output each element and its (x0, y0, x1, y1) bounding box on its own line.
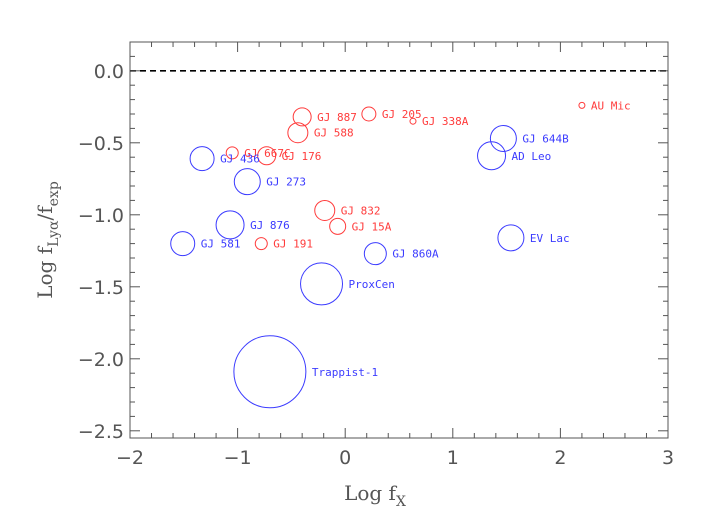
point-gj-667c (225, 146, 239, 160)
x-tick-label: 1 (447, 447, 459, 469)
y-tick-label: −2.5 (78, 421, 124, 443)
label-gj-205: GJ 205 (382, 108, 422, 121)
label-au-mic: AU Mic (591, 99, 631, 112)
data-points (170, 101, 586, 409)
y-tick-label: −2.0 (78, 349, 124, 371)
label-gj-876: GJ 876 (250, 219, 290, 232)
y-tick-label: 0.0 (94, 61, 124, 83)
x-tick-label: 0 (339, 447, 351, 469)
label-gj-436: GJ 436 (220, 153, 260, 166)
label-gj-273: GJ 273 (266, 176, 306, 189)
point-gj-588 (287, 122, 309, 144)
point-gj-273 (233, 168, 261, 196)
point-gj-860a (363, 242, 387, 266)
label-trappist-1: Trappist-1 (312, 366, 378, 379)
point-ad-leo (477, 141, 507, 171)
x-tick-label: 3 (662, 447, 674, 469)
point-gj-15a (329, 217, 347, 235)
point-ev-lac (497, 224, 525, 252)
label-proxcen: ProxCen (349, 278, 395, 291)
point-gj-176 (257, 146, 277, 166)
x-tick-label: −1 (224, 447, 252, 469)
point-gj-581 (170, 231, 196, 257)
x-axis-title: Log fX (344, 481, 406, 510)
point-gj-205 (361, 106, 377, 122)
y-tick-label: −1.0 (78, 205, 124, 227)
y-tick-label: −1.5 (78, 277, 124, 299)
label-gj-644b: GJ 644B (522, 132, 569, 145)
point-gj-876 (215, 210, 245, 240)
point-gj-832 (314, 199, 336, 221)
label-gj-338a: GJ 338A (422, 115, 469, 128)
label-gj-860a: GJ 860A (392, 248, 439, 261)
label-gj-887: GJ 887 (317, 111, 357, 124)
point-gj-887 (292, 107, 312, 127)
point-gj-644b (489, 124, 517, 152)
label-gj-588: GJ 588 (314, 127, 354, 140)
label-gj-581: GJ 581 (201, 238, 241, 251)
label-gj-191: GJ 191 (273, 238, 313, 251)
point-gj-338a (409, 117, 417, 125)
point-trappist-1 (233, 335, 307, 409)
plot-frame (129, 41, 669, 439)
x-tick-label: 2 (554, 447, 566, 469)
label-gj-176: GJ 176 (282, 150, 322, 163)
point-au-mic (578, 101, 586, 109)
label-gj-832: GJ 832 (341, 204, 381, 217)
label-ev-lac: EV Lac (530, 232, 570, 245)
axis-ticks: −2 −1 0 1 2 3 0.0 −0.5 −1.0 −1.5 −2.0 −2.5 (78, 41, 674, 469)
point-gj-436 (189, 146, 215, 172)
label-ad-leo: AD Leo (512, 150, 552, 163)
point-gj-191 (254, 237, 268, 251)
y-axis-title: Log fLyα/fexp (33, 181, 62, 299)
label-gj-667c: GJ 667C (244, 147, 290, 160)
label-gj-15a: GJ 15A (352, 220, 392, 233)
y-tick-label: −0.5 (78, 133, 124, 155)
point-proxcen (300, 262, 344, 306)
x-tick-label: −2 (116, 447, 144, 469)
